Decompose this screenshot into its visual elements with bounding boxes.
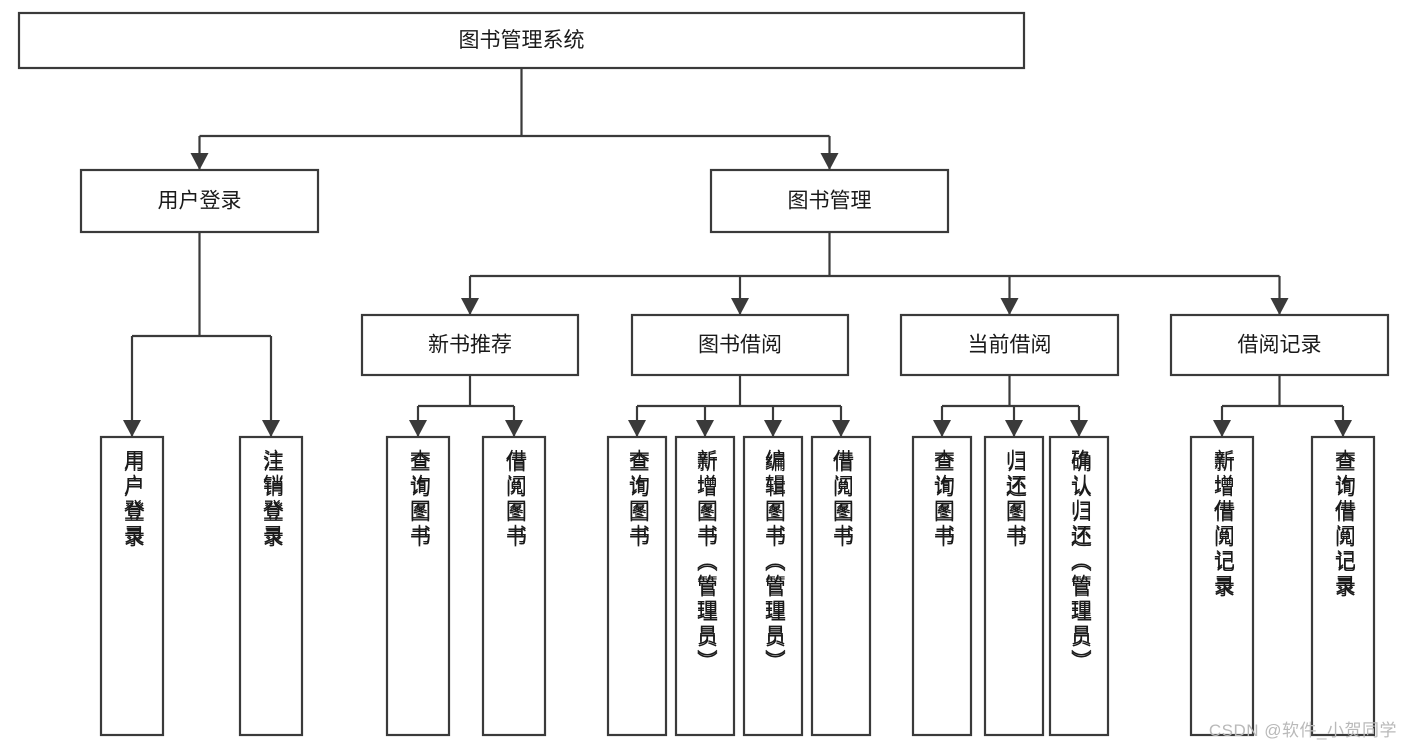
node-leaf-edit-book[interactable] — [742, 435, 804, 737]
node-leaf-add-book[interactable] — [674, 435, 736, 737]
node-book-borrow[interactable] — [630, 313, 850, 377]
watermark-text: CSDN @软件_小贺同学 — [1208, 721, 1397, 740]
node-leaf-return-book[interactable] — [983, 435, 1045, 737]
node-current-borrow[interactable] — [899, 313, 1120, 377]
arrow-head-icon — [1005, 420, 1023, 437]
connector-conn-root-to-level2 — [190, 68, 839, 170]
arrow-head-icon — [696, 420, 714, 437]
arrow-head-icon — [1213, 420, 1231, 437]
node-label-book-manage: 图书管理 — [788, 190, 872, 213]
arrow-head-icon — [409, 420, 427, 437]
arrow-head-icon — [1334, 420, 1352, 437]
node-leaf-user-logout[interactable] — [238, 435, 304, 737]
node-box-leaf-confirm-return[interactable] — [1048, 435, 1110, 737]
arrow-head-icon — [820, 153, 839, 170]
arrow-head-icon — [1000, 298, 1019, 315]
arrow-head-icon — [190, 153, 209, 170]
connector-conn-book-manage-to-level3 — [461, 232, 1289, 315]
node-box-leaf-query-record[interactable] — [1310, 435, 1376, 737]
node-box-leaf-add-record[interactable] — [1189, 435, 1255, 737]
node-book-manage[interactable] — [709, 168, 950, 234]
node-box-leaf-add-book[interactable] — [674, 435, 736, 737]
connector-conn-user-login-to-leaves — [123, 232, 280, 437]
node-label-book-borrow: 图书借阅 — [698, 334, 782, 357]
arrow-head-icon — [832, 420, 850, 437]
node-box-new-book-recommend[interactable] — [360, 313, 580, 377]
node-label-current-borrow: 当前借阅 — [968, 334, 1052, 357]
arrow-head-icon — [123, 420, 141, 437]
node-box-user-login[interactable] — [79, 168, 320, 234]
arrow-head-icon — [1070, 420, 1088, 437]
node-user-login[interactable] — [79, 168, 320, 234]
arrow-head-icon — [628, 420, 646, 437]
node-leaf-query-record[interactable] — [1310, 435, 1376, 737]
arrow-head-icon — [262, 420, 280, 437]
node-box-leaf-query-book-1[interactable] — [385, 435, 451, 737]
node-leaf-borrow-book-2[interactable] — [810, 435, 872, 737]
node-leaf-borrow-book-1[interactable] — [481, 435, 547, 737]
node-label-borrow-record: 借阅记录 — [1238, 334, 1322, 357]
connector-conn-recommend-to-leaves — [409, 375, 523, 437]
node-label-root: 图书管理系统 — [459, 29, 585, 52]
node-leaf-query-book-1[interactable] — [385, 435, 451, 737]
node-leaf-query-book-2[interactable] — [606, 435, 668, 737]
node-box-root[interactable] — [17, 11, 1026, 70]
arrow-head-icon — [731, 298, 749, 315]
connector-conn-record-to-leaves — [1213, 375, 1352, 437]
arrow-head-icon — [764, 420, 782, 437]
node-box-borrow-record[interactable] — [1169, 313, 1390, 377]
node-root[interactable] — [17, 11, 1026, 70]
node-box-book-borrow[interactable] — [630, 313, 850, 377]
arrow-head-icon — [1270, 298, 1289, 315]
node-box-book-manage[interactable] — [709, 168, 950, 234]
node-leaf-user-login[interactable] — [99, 435, 165, 737]
node-box-leaf-query-book-2[interactable] — [606, 435, 668, 737]
node-box-current-borrow[interactable] — [899, 313, 1120, 377]
node-leaf-query-book-3[interactable] — [911, 435, 973, 737]
node-box-leaf-query-book-3[interactable] — [911, 435, 973, 737]
node-box-leaf-borrow-book-1[interactable] — [481, 435, 547, 737]
node-box-leaf-edit-book[interactable] — [742, 435, 804, 737]
connector-conn-borrow-to-leaves — [628, 375, 850, 437]
arrow-head-icon — [461, 298, 479, 315]
connector-conn-current-to-leaves — [933, 375, 1088, 437]
node-label-new-book-recommend: 新书推荐 — [428, 334, 512, 357]
arrow-head-icon — [933, 420, 951, 437]
node-label-user-login: 用户登录 — [158, 190, 242, 213]
node-box-leaf-user-logout[interactable] — [238, 435, 304, 737]
node-borrow-record[interactable] — [1169, 313, 1390, 377]
arrow-head-icon — [505, 420, 523, 437]
node-box-leaf-borrow-book-2[interactable] — [810, 435, 872, 737]
node-box-leaf-return-book[interactable] — [983, 435, 1045, 737]
connector-layer — [123, 68, 1352, 437]
node-leaf-confirm-return[interactable] — [1048, 435, 1110, 737]
node-new-book-recommend[interactable] — [360, 313, 580, 377]
node-leaf-add-record[interactable] — [1189, 435, 1255, 737]
node-box-leaf-user-login[interactable] — [99, 435, 165, 737]
